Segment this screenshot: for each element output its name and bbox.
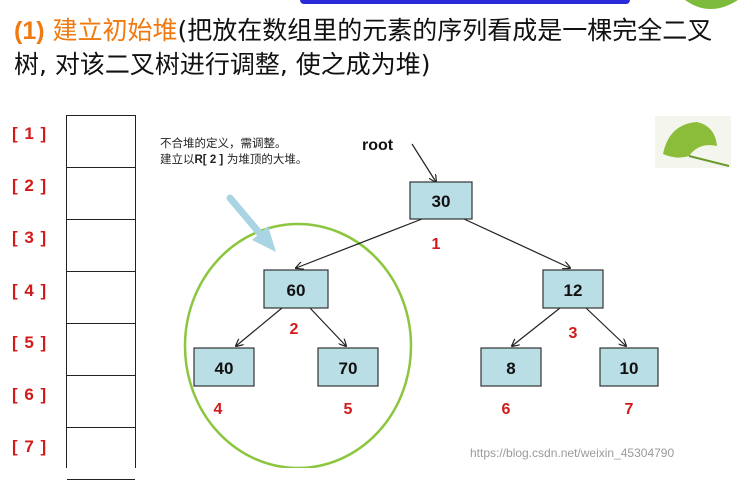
- node-position-label: 5: [344, 401, 353, 418]
- array-index-7: [ 7 ]: [12, 437, 48, 456]
- array-index-1: [ 1 ]: [12, 124, 48, 143]
- highlight-circle: [183, 222, 413, 468]
- node-value: 70: [339, 359, 358, 378]
- slide-heading: (1) 建立初始堆(把放在数组里的元素的序列看成是一棵完全二叉树, 对该二叉树进…: [14, 14, 714, 82]
- annotation-note: 不合堆的定义，需调整。 建立以R[ 2 ] 为堆顶的大堆。: [160, 135, 340, 168]
- edge-1-3: [463, 218, 570, 268]
- edge-2-5: [309, 307, 346, 346]
- array-cell: [67, 324, 135, 376]
- edge-1-2: [296, 218, 423, 268]
- tree-node-4: 40: [193, 347, 255, 387]
- node-position-label: 7: [625, 401, 634, 418]
- array-index-6: [ 6 ]: [12, 385, 48, 404]
- note-line-2-prefix: 建立以: [160, 152, 195, 166]
- array-index-3: [ 3 ]: [12, 228, 48, 247]
- array-index-2: [ 2 ]: [12, 176, 48, 195]
- tree-node-1: 30: [409, 181, 473, 220]
- node-position-label: 1: [432, 236, 441, 253]
- tree-node-7: 10: [599, 347, 659, 387]
- node-value: 10: [620, 359, 639, 378]
- tree-node-5: 70: [317, 347, 379, 387]
- node-position-label: 3: [569, 325, 578, 342]
- node-value: 40: [215, 359, 234, 378]
- array-cell: [67, 220, 135, 272]
- array-index-5: [ 5 ]: [12, 333, 48, 352]
- edge-2-4: [236, 307, 283, 346]
- tree-node-3: 12: [542, 269, 604, 309]
- array-cell: [67, 116, 135, 168]
- node-position-label: 6: [502, 401, 511, 418]
- node-value: 8: [506, 359, 515, 378]
- array-index-4: [ 4 ]: [12, 281, 48, 300]
- heading-number: (1): [14, 17, 45, 45]
- node-position-label: 2: [290, 321, 299, 338]
- note-line-2: 建立以R[ 2 ] 为堆顶的大堆。: [160, 151, 340, 168]
- heading-description: (把放在数组里的元素的序列看成是一棵完全二叉树, 对该二叉树进行调整, 使之成为…: [14, 16, 713, 79]
- pointer-arrow-icon: [226, 194, 276, 252]
- tree-node-2: 60: [263, 269, 329, 309]
- note-line-2-emphasis: R[ 2 ]: [194, 154, 224, 166]
- edge-3-7: [585, 307, 626, 346]
- heading-title: 建立初始堆: [52, 16, 178, 45]
- note-line-2-suffix: 为堆顶的大堆。: [223, 152, 308, 166]
- array-cell: [67, 272, 135, 324]
- leaf-icon: [685, 0, 738, 9]
- root-pointer: [411, 143, 436, 182]
- top-accent-strip: [300, 0, 630, 4]
- heap-tree-diagram: root 30 1 60 2 12 3 40 4 70 5 8 6 10 7: [183, 137, 659, 468]
- edge-3-6: [512, 307, 561, 346]
- node-value: 60: [287, 281, 306, 300]
- node-position-label: 4: [214, 401, 223, 418]
- note-line-1: 不合堆的定义，需调整。: [160, 136, 287, 150]
- array-cell: [67, 168, 135, 220]
- node-value: 12: [564, 281, 583, 300]
- tree-node-6: 8: [480, 347, 542, 387]
- watermark-url: https://blog.csdn.net/weixin_45304790: [470, 446, 675, 460]
- root-label: root: [362, 137, 394, 154]
- ginkgo-leaf-icon: [655, 116, 731, 168]
- array-cell: [67, 376, 135, 428]
- node-value: 30: [432, 192, 451, 211]
